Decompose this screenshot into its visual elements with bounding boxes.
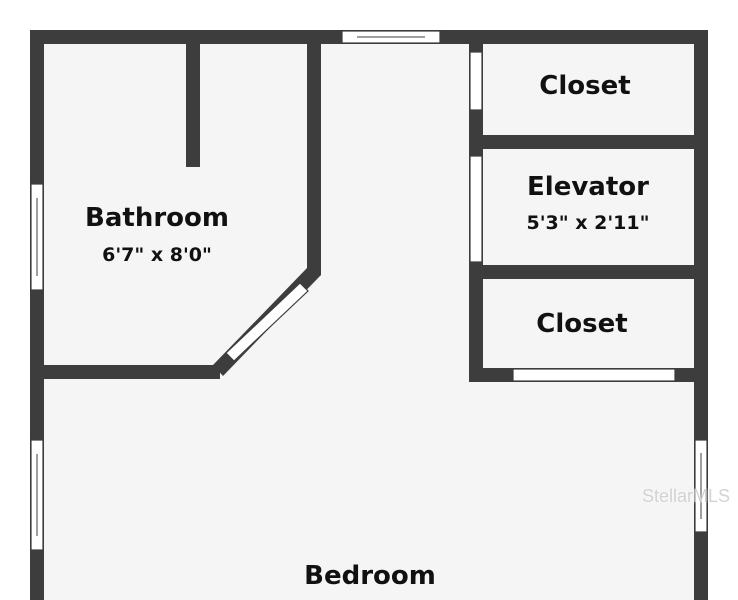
room-label-closet-bottom: Closet bbox=[536, 309, 628, 339]
room-dimensions-bathroom: 6'7" x 8'0" bbox=[102, 244, 212, 266]
room-dimensions-elevator: 5'3" x 2'11" bbox=[526, 212, 650, 234]
bathroom-door[interactable] bbox=[225, 282, 309, 362]
bathroom-bottom-wall bbox=[37, 365, 220, 379]
bathroom-partition-wall bbox=[186, 44, 200, 167]
closet-door-top[interactable] bbox=[469, 51, 483, 111]
closet-door-bottom[interactable] bbox=[512, 368, 676, 382]
room-label-bathroom: Bathroom bbox=[85, 203, 229, 233]
room-label-bedroom: Bedroom bbox=[304, 561, 436, 591]
elevator-door[interactable] bbox=[469, 155, 483, 263]
elevator-closet-wall bbox=[469, 265, 708, 279]
room-label-elevator: Elevator bbox=[527, 172, 649, 202]
watermark: StellarMLS bbox=[642, 486, 731, 506]
room-label-closet-top: Closet bbox=[539, 71, 631, 101]
bathroom-right-wall bbox=[307, 44, 321, 275]
closet-elevator-wall bbox=[469, 135, 708, 149]
